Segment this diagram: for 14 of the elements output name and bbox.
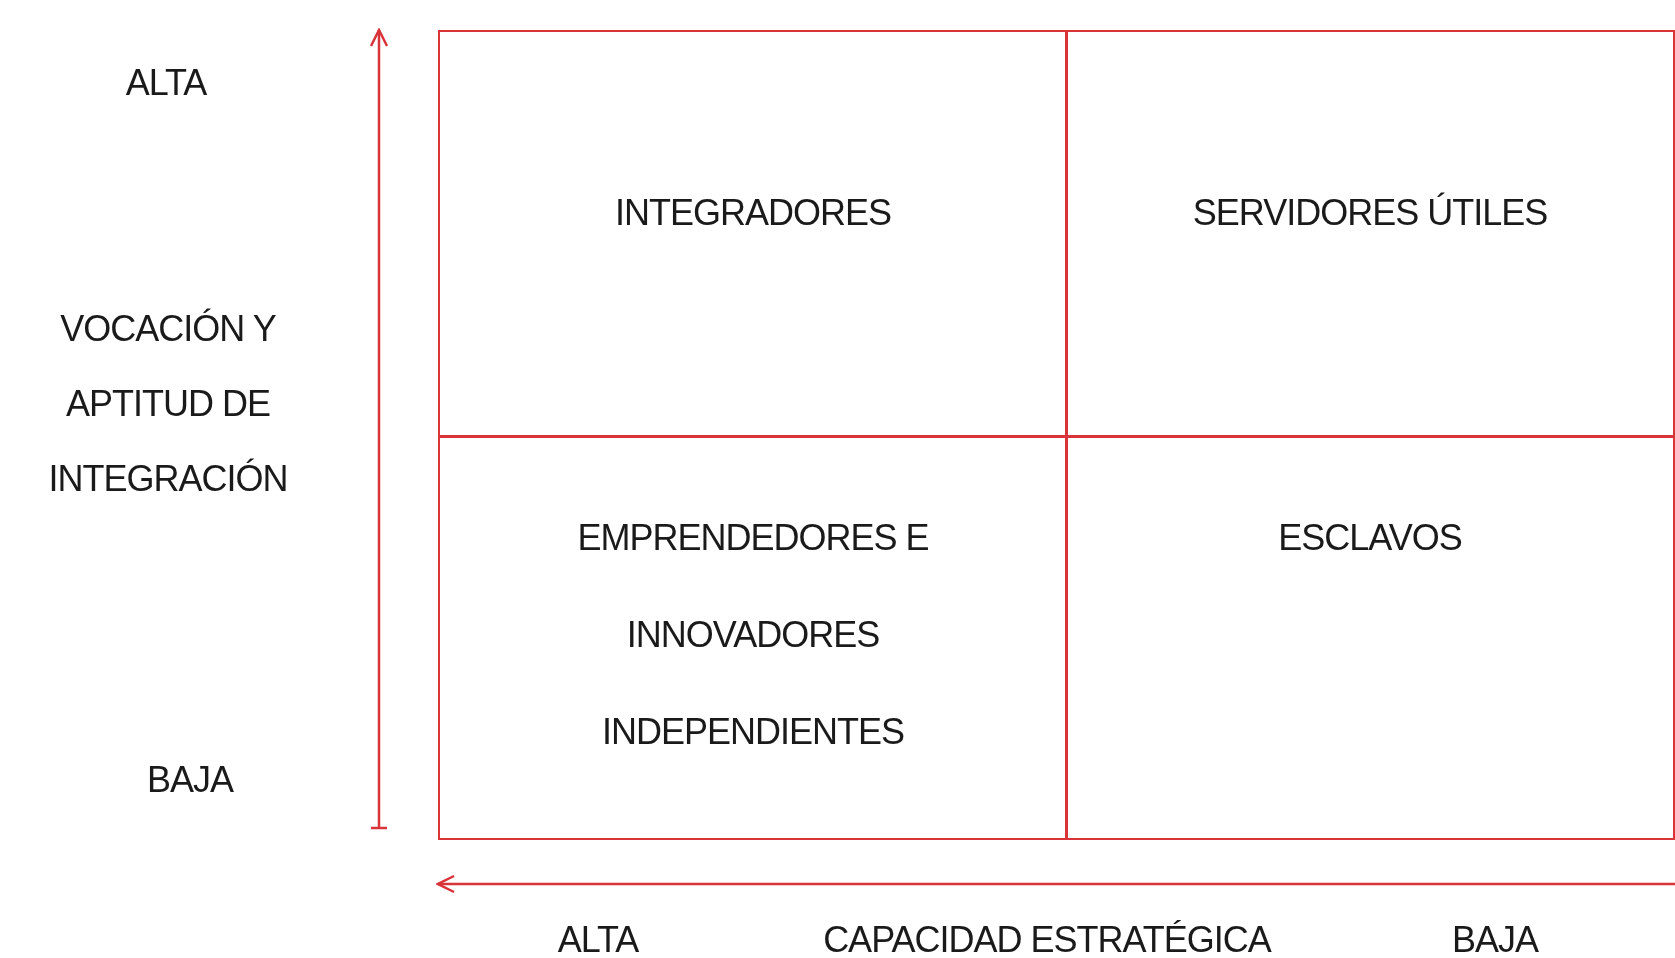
- axis-level-label: ALTA: [557, 919, 639, 958]
- axis-title: CAPACIDAD ESTRATÉGICA: [823, 919, 1271, 958]
- quadrant-cell: [438, 30, 1068, 438]
- quadrant-cell: [1065, 30, 1675, 438]
- quadrant-cell: [438, 435, 1068, 840]
- axis-level-label: BAJA: [147, 759, 233, 801]
- quadrant-label: SERVIDORES ÚTILES: [1192, 191, 1548, 235]
- quadrant-label: INTEGRADORES: [614, 191, 891, 235]
- axis-level-label: ALTA: [125, 62, 207, 104]
- quadrant-label: ESCLAVOS: [1278, 516, 1462, 560]
- quadrant-cell: [1065, 435, 1675, 840]
- quadrant-label: EMPRENDEDORES E INNOVADORES INDEPENDIENTES: [576, 516, 930, 754]
- axis-level-label: BAJA: [1452, 919, 1538, 958]
- axis-title: VOCACIÓN Y APTITUD DE INTEGRACIÓN: [47, 306, 289, 501]
